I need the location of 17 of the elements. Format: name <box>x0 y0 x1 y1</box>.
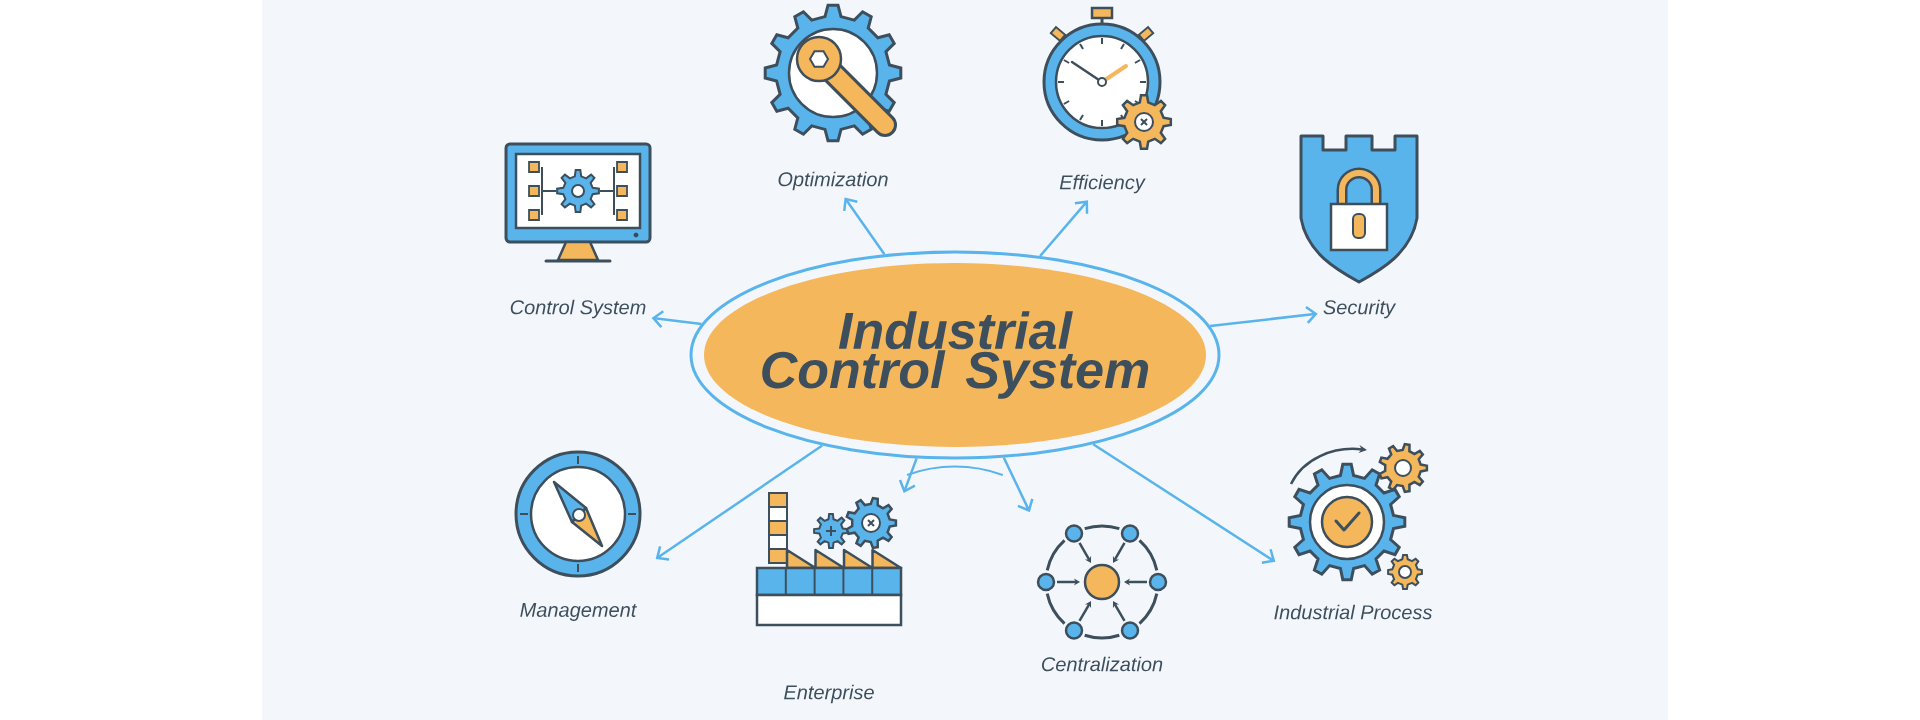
icon-label: Industrial Process <box>1274 604 1433 620</box>
icon-label: Centralization <box>1041 656 1163 672</box>
arrow <box>898 457 918 494</box>
icon-label: Security <box>1323 299 1397 319</box>
icon-label: Optimization <box>778 171 888 191</box>
arrow <box>1092 443 1276 564</box>
arrow <box>655 444 823 561</box>
arrow <box>843 197 886 255</box>
icon-label: Enterprise <box>784 684 874 704</box>
icon-label: Management <box>520 603 638 621</box>
arrow <box>651 310 702 328</box>
icon-label: Control System <box>510 299 646 319</box>
arrow <box>1002 457 1034 513</box>
icon-label: Efficiency <box>1059 174 1146 194</box>
arrow <box>1039 200 1089 257</box>
ellipse-node: Industrial Control System <box>689 250 1221 476</box>
arrow <box>1209 305 1318 328</box>
